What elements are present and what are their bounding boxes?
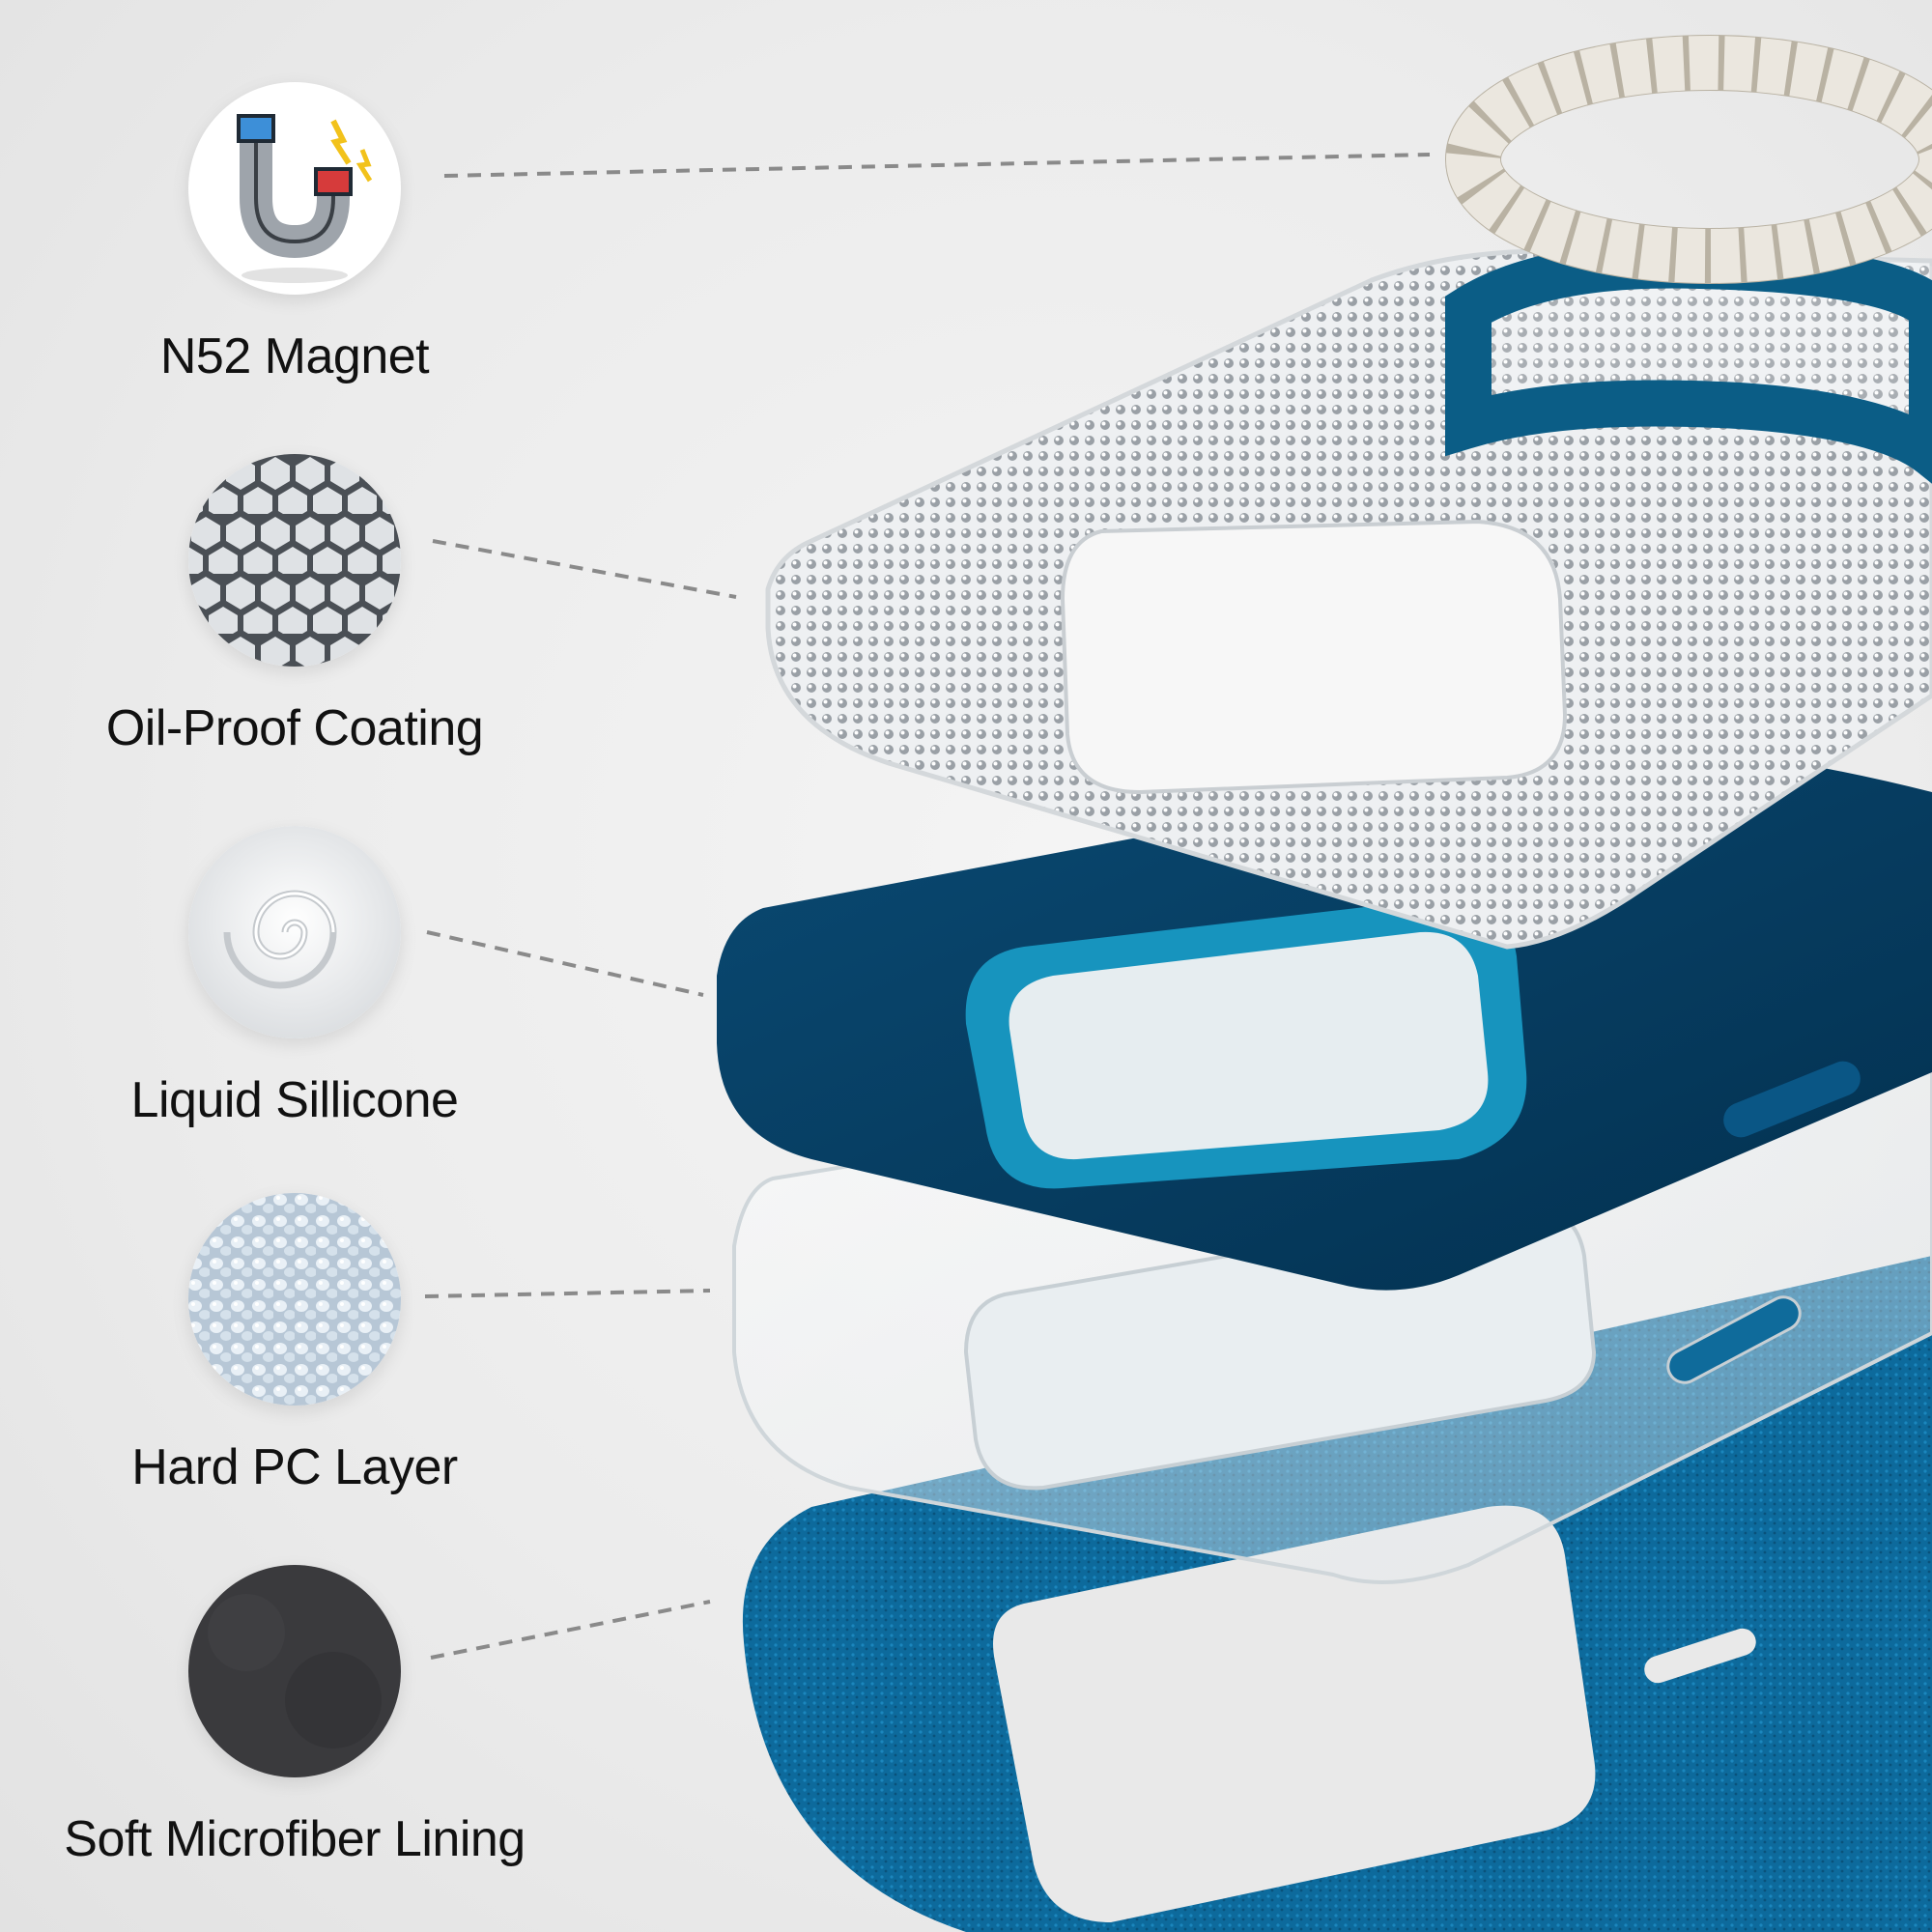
feature-liquid-silicone: Liquid Sillicone bbox=[24, 826, 565, 1129]
leader-line-microfiber bbox=[430, 1600, 711, 1660]
feature-label-hard-pc-layer: Hard PC Layer bbox=[131, 1439, 458, 1495]
leader-line-coating bbox=[432, 539, 737, 599]
leader-lines bbox=[424, 153, 1431, 1660]
honeycomb-mesh-icon bbox=[188, 454, 401, 667]
leader-line-pc bbox=[424, 1289, 711, 1298]
leader-line-silicone bbox=[426, 930, 704, 997]
horseshoe-magnet-icon bbox=[188, 82, 401, 295]
feature-hard-pc-layer: Hard PC Layer bbox=[24, 1193, 565, 1496]
feature-oil-proof-coating: Oil-Proof Coating bbox=[24, 454, 565, 757]
feature-label-soft-microfiber-lining: Soft Microfiber Lining bbox=[64, 1811, 526, 1867]
leader-line-magnet bbox=[443, 153, 1431, 178]
microfiber-swatch-icon bbox=[188, 1565, 401, 1777]
n52-magnet-ring bbox=[1445, 35, 1932, 284]
feature-label-n52-magnet: N52 Magnet bbox=[159, 328, 430, 384]
feature-soft-microfiber-lining: Soft Microfiber Lining bbox=[24, 1565, 565, 1868]
feature-n52-magnet: N52 Magnet bbox=[24, 82, 565, 385]
silicone-swirl-icon bbox=[188, 826, 401, 1038]
pc-pellets-icon bbox=[188, 1193, 401, 1406]
feature-label-liquid-silicone: Liquid Sillicone bbox=[130, 1072, 459, 1128]
feature-label-oil-proof-coating: Oil-Proof Coating bbox=[105, 700, 484, 756]
